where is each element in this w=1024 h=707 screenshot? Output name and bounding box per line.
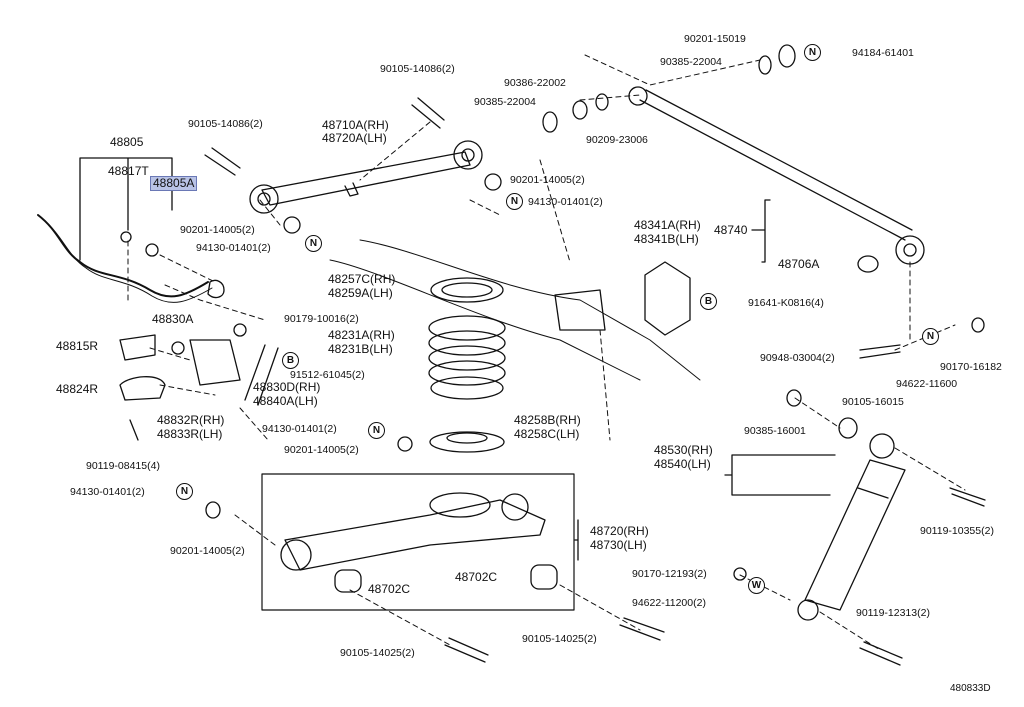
nut-badge: N: [804, 44, 821, 61]
label-90386-22002: 90386-22002: [504, 77, 566, 89]
label-48832R: 48832R(RH): [157, 413, 225, 427]
label-94130-01401-mid: 94130-01401(2): [262, 423, 337, 435]
label-48341A: 48341A(RH): [634, 218, 701, 232]
bolt-badge: B: [700, 293, 717, 310]
label-48702C-left: 48702C: [368, 582, 411, 596]
label-90119-08415: 90119-08415(4): [86, 460, 160, 472]
washer-badge: W: [748, 577, 765, 594]
label-91512-61045: 91512-61045(2): [290, 369, 365, 381]
label-90119-10355: 90119-10355(2): [920, 525, 994, 537]
label-90385-22004-top: 90385-22004: [660, 56, 722, 68]
label-48840A: 48840A(LH): [253, 394, 318, 408]
label-48740: 48740: [714, 223, 748, 237]
shock-absorber: [797, 433, 906, 621]
label-48258C: 48258C(LH): [514, 427, 580, 441]
label-91641-K0816: 91641-K0816(4): [748, 297, 824, 309]
label-48258B: 48258B(RH): [514, 413, 581, 427]
label-48817T: 48817T: [108, 164, 149, 178]
label-48720A: 48720A(LH): [322, 131, 387, 145]
label-90179-10016: 90179-10016(2): [284, 313, 359, 325]
label-90948-03004: 90948-03004(2): [760, 352, 835, 364]
label-48824R: 48824R: [56, 382, 99, 396]
bracket-48341: [644, 261, 691, 336]
bolts: [129, 97, 986, 666]
label-48833R: 48833R(LH): [157, 427, 223, 441]
diagram-code: 480833D: [950, 683, 991, 694]
label-94622-11200: 94622-11200(2): [632, 597, 706, 609]
label-48805A-highlighted[interactable]: 48805A: [150, 176, 198, 191]
label-48530: 48530(RH): [654, 443, 713, 457]
nut-badge: N: [506, 193, 523, 210]
label-48805: 48805: [110, 135, 144, 149]
label-48706A: 48706A: [778, 257, 820, 271]
label-90385-16001: 90385-16001: [744, 425, 806, 437]
label-90105-14086-top: 90105-14086(2): [380, 63, 455, 75]
label-48730: 48730(LH): [590, 538, 647, 552]
label-90170-16182: 90170-16182: [940, 361, 1002, 373]
nut-badge: N: [305, 235, 322, 252]
label-48540: 48540(LH): [654, 457, 711, 471]
label-94622-11600: 94622-11600: [896, 378, 958, 390]
label-90201-14005-mid: 90201-14005(2): [284, 444, 359, 456]
label-90119-12313: 90119-12313(2): [856, 607, 930, 619]
label-90201-14005-upper: 90201-14005(2): [510, 174, 585, 186]
nut-badge: N: [176, 483, 193, 500]
label-48720: 48720(RH): [590, 524, 649, 538]
label-90201-14005-left: 90201-14005(2): [180, 224, 255, 236]
nut-badge: N: [368, 422, 385, 439]
label-90201-14005-low: 90201-14005(2): [170, 545, 245, 557]
label-90170-12193: 90170-12193(2): [632, 568, 707, 580]
stabilizer-bar: [37, 214, 209, 298]
washers: [120, 44, 985, 581]
upper-arm: [261, 151, 471, 206]
bolt-badge: B: [282, 352, 299, 369]
label-48830A: 48830A: [152, 312, 194, 326]
label-48341B: 48341B(LH): [634, 232, 699, 246]
label-90385-22004-mid: 90385-22004: [474, 96, 536, 108]
label-48259A: 48259A(LH): [328, 286, 393, 300]
label-48710A: 48710A(RH): [322, 118, 389, 132]
label-94184-61401: 94184-61401: [852, 47, 914, 59]
label-48231B: 48231B(LH): [328, 342, 393, 356]
label-48815R: 48815R: [56, 339, 99, 353]
label-48702C-right: 48702C: [455, 570, 498, 584]
label-90201-15019: 90201-15019: [684, 33, 746, 45]
lower-arm: [284, 499, 546, 571]
label-90105-14025-right: 90105-14025(2): [522, 633, 597, 645]
label-90105-14086-left: 90105-14086(2): [188, 118, 263, 130]
label-94130-01401-upper: 94130-01401(2): [528, 196, 603, 208]
label-90105-16015: 90105-16015: [842, 396, 904, 408]
label-94130-01401-low: 94130-01401(2): [70, 486, 145, 498]
label-48830D: 48830D(RH): [253, 380, 321, 394]
label-48231A: 48231A(RH): [328, 328, 395, 342]
label-90105-14025-left: 90105-14025(2): [340, 647, 415, 659]
label-90209-23006: 90209-23006: [586, 134, 648, 146]
coil-spring: [428, 277, 506, 400]
nut-badge: N: [922, 328, 939, 345]
label-48257C: 48257C(RH): [328, 272, 396, 286]
lateral-rod: [639, 89, 913, 241]
label-94130-01401-left: 94130-01401(2): [196, 242, 271, 254]
